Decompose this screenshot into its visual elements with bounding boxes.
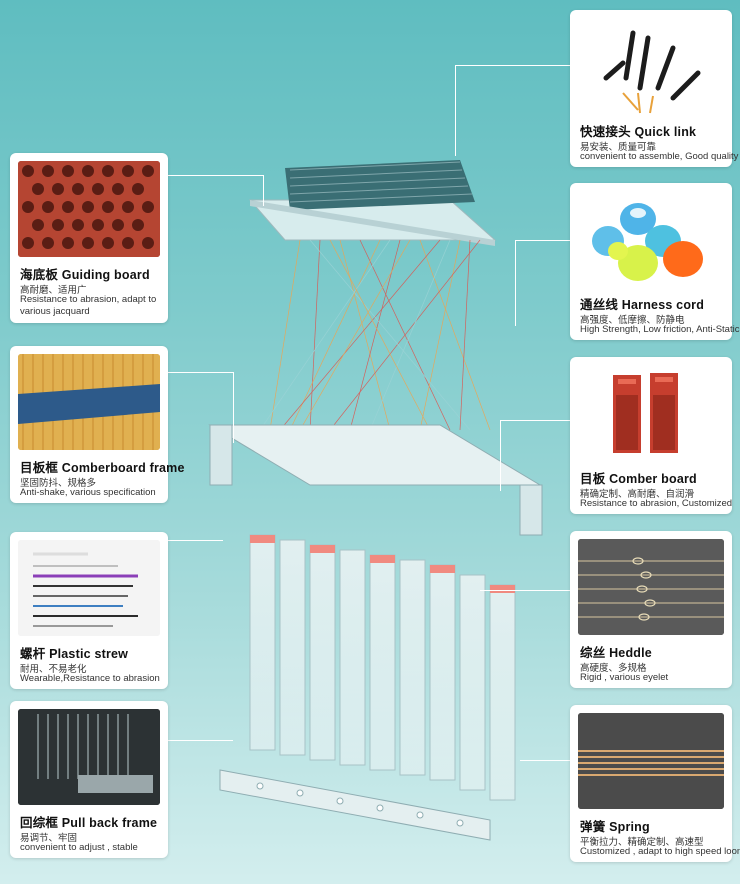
- connector-guiding-board: [168, 175, 264, 206]
- card-desc-en: Rigid , various eyelet: [580, 672, 669, 683]
- card-title: 目板框 Comberboard frame: [20, 461, 185, 475]
- comberboard-frame-photo: [18, 354, 160, 450]
- spring-photo: [578, 713, 724, 809]
- jacquard-harness-diagram: [208, 160, 543, 841]
- card-desc-en: Anti-shake, various specification: [20, 487, 156, 498]
- plastic-strew-card: 螺杆 Plastic strew 耐用、不易老化 Wearable,Resist…: [10, 532, 168, 689]
- card-desc-cn: 高耐磨、适用广: [20, 285, 87, 296]
- card-desc-en: Wearable,Resistance to abrasion: [20, 673, 160, 684]
- connector-comber-board: [500, 420, 571, 491]
- card-desc-en: convenient to adjust , stable: [20, 842, 138, 853]
- harness-cord-card: 通丝线 Harness cord 高强度、低摩擦、防静电 High Streng…: [570, 183, 739, 340]
- quick-link-photo: [578, 18, 724, 114]
- guiding-board-photo: [18, 161, 160, 257]
- card-title: 综丝 Heddle: [580, 646, 652, 660]
- card-desc-cn: 高强度、低摩擦、防静电: [580, 315, 685, 326]
- card-title: 通丝线 Harness cord: [580, 298, 705, 312]
- connector-quick-link: [455, 65, 571, 156]
- connector-spring: [520, 760, 570, 762]
- connector-harness-cord: [515, 240, 571, 326]
- comberboard-frame-card: 目板框 Comberboard frame 坚固防抖、规格多 Anti-shak…: [10, 346, 184, 503]
- heddle-panels: [249, 534, 516, 801]
- card-desc-cn: 耐用、不易老化: [20, 664, 87, 675]
- card-title: 海底板 Guiding board: [20, 268, 150, 282]
- harness-cords: [259, 239, 491, 431]
- guiding-board-card: 海底板 Guiding board 高耐磨、适用广 Resistance to …: [10, 153, 168, 323]
- card-desc-cn: 高硬度、多规格: [580, 663, 647, 674]
- comber-board-photo: [578, 365, 724, 461]
- plastic-strew-photo: [18, 540, 160, 636]
- card-title: 回综框 Pull back frame: [20, 816, 158, 830]
- card-desc-cn: 精确定制、高耐磨、自润滑: [580, 489, 695, 500]
- spring-card: 弹簧 Spring 平衡拉力、精确定制、高速型 Customized , ada…: [570, 705, 740, 862]
- top-hook-block: [248, 160, 497, 246]
- card-desc-en-2: various jacquard: [20, 306, 90, 317]
- card-desc-en: High Strength, Low friction, Anti-Static: [580, 324, 740, 335]
- card-desc-en: convenient to assemble, Good quality: [580, 151, 739, 162]
- connector-comberboard-frame: [168, 372, 234, 443]
- pull-back-frame-photo: [18, 709, 160, 805]
- heddle-card: 综丝 Heddle 高硬度、多规格 Rigid , various eyelet: [570, 531, 732, 688]
- card-desc-en: Resistance to abrasion, adapt to: [20, 294, 157, 305]
- card-title: 目板 Comber board: [580, 472, 697, 486]
- connector-heddle: [480, 590, 570, 592]
- card-desc-cn: 坚固防抖、规格多: [20, 478, 97, 489]
- harness-cord-photo: [578, 191, 724, 287]
- heddle-photo: [578, 539, 724, 635]
- card-desc-cn: 易安装、质量可靠: [580, 142, 657, 153]
- connector-plastic-strew: [168, 540, 223, 542]
- card-desc-cn: 易调节、牢固: [20, 833, 78, 844]
- card-title: 弹簧 Spring: [580, 820, 650, 834]
- comberboard-frame-beam: [208, 424, 543, 536]
- connector-pull-back-frame: [168, 740, 233, 742]
- comber-board-card: 目板 Comber board 精确定制、高耐磨、自润滑 Resistance …: [570, 357, 732, 514]
- quick-link-card: 快速接头 Quick link 易安装、质量可靠 convenient to a…: [570, 10, 738, 167]
- pull-back-rail: [219, 769, 491, 841]
- card-desc-en: Customized , adapt to high speed loom: [580, 846, 740, 857]
- card-desc-en: Resistance to abrasion, Customized: [580, 498, 733, 509]
- card-desc-cn: 平衡拉力、精确定制、高速型: [580, 837, 704, 848]
- card-title: 快速接头 Quick link: [580, 125, 697, 139]
- pull-back-frame-card: 回综框 Pull back frame 易调节、牢固 convenient to…: [10, 701, 168, 858]
- card-title: 螺杆 Plastic strew: [20, 647, 129, 661]
